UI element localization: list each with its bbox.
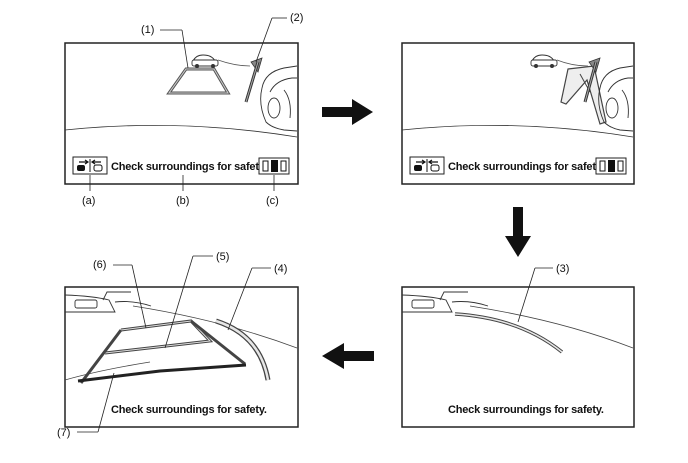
- distant-car-icon: [530, 54, 558, 68]
- mode-switch-icon[interactable]: [595, 157, 627, 175]
- screen-panel-4: Check surroundings for safety.: [64, 286, 299, 428]
- svg-text:(1): (1): [141, 24, 154, 36]
- screen-panel-2: Check surroundings for safety.: [401, 42, 635, 185]
- arrow-right-icon: [322, 99, 373, 125]
- parked-car-icon: [598, 65, 634, 132]
- svg-text:(2): (2): [290, 12, 303, 24]
- distant-car-icon: [191, 54, 219, 68]
- parked-car-icon: [260, 65, 298, 132]
- distance-guide-icon[interactable]: [409, 156, 445, 175]
- arrow-down-icon: [505, 207, 531, 257]
- callout-6: (6): [93, 259, 147, 329]
- svg-text:(c): (c): [266, 195, 279, 207]
- arrow-left-icon: [322, 343, 374, 369]
- svg-text:(7): (7): [57, 427, 70, 439]
- banner-text: Check surroundings for safety.: [111, 161, 267, 173]
- estimated-course-line: [454, 312, 564, 354]
- svg-text:(6): (6): [93, 259, 106, 271]
- rear-car-icon: [401, 291, 489, 313]
- rear-car-icon: [64, 291, 152, 313]
- svg-text:(a): (a): [82, 195, 95, 207]
- mode-switch-icon[interactable]: [258, 157, 290, 175]
- distance-guide-frame: [79, 319, 246, 384]
- svg-text:(5): (5): [216, 251, 229, 263]
- banner-text: Check surroundings for safety.: [448, 404, 604, 416]
- vehicle-width-line: [77, 363, 247, 383]
- parking-flag-icon: [583, 57, 601, 103]
- callout-3: (3): [517, 263, 569, 323]
- callout-1: (1): [141, 24, 189, 69]
- banner-text: Check surroundings for safety.: [111, 404, 267, 416]
- callout-a: (a): [82, 175, 95, 207]
- callout-5: (5): [164, 251, 229, 349]
- callout-4: (4): [227, 263, 287, 331]
- callout-7: (7): [57, 372, 115, 439]
- svg-text:(4): (4): [274, 263, 287, 275]
- callout-b: (b): [176, 175, 189, 207]
- fixed-guide-frame: [166, 67, 231, 95]
- svg-text:(3): (3): [556, 263, 569, 275]
- banner-text: Check surroundings for safety.: [448, 161, 604, 173]
- estimated-course-line: [215, 318, 271, 381]
- callout-c: (c): [266, 175, 279, 207]
- distance-guide-icon[interactable]: [72, 156, 108, 175]
- screen-panel-1: Check surroundings for safety.: [64, 42, 299, 185]
- callout-2: (2): [255, 12, 303, 63]
- svg-text:(b): (b): [176, 195, 189, 207]
- screen-panel-3: Check surroundings for safety.: [401, 286, 635, 428]
